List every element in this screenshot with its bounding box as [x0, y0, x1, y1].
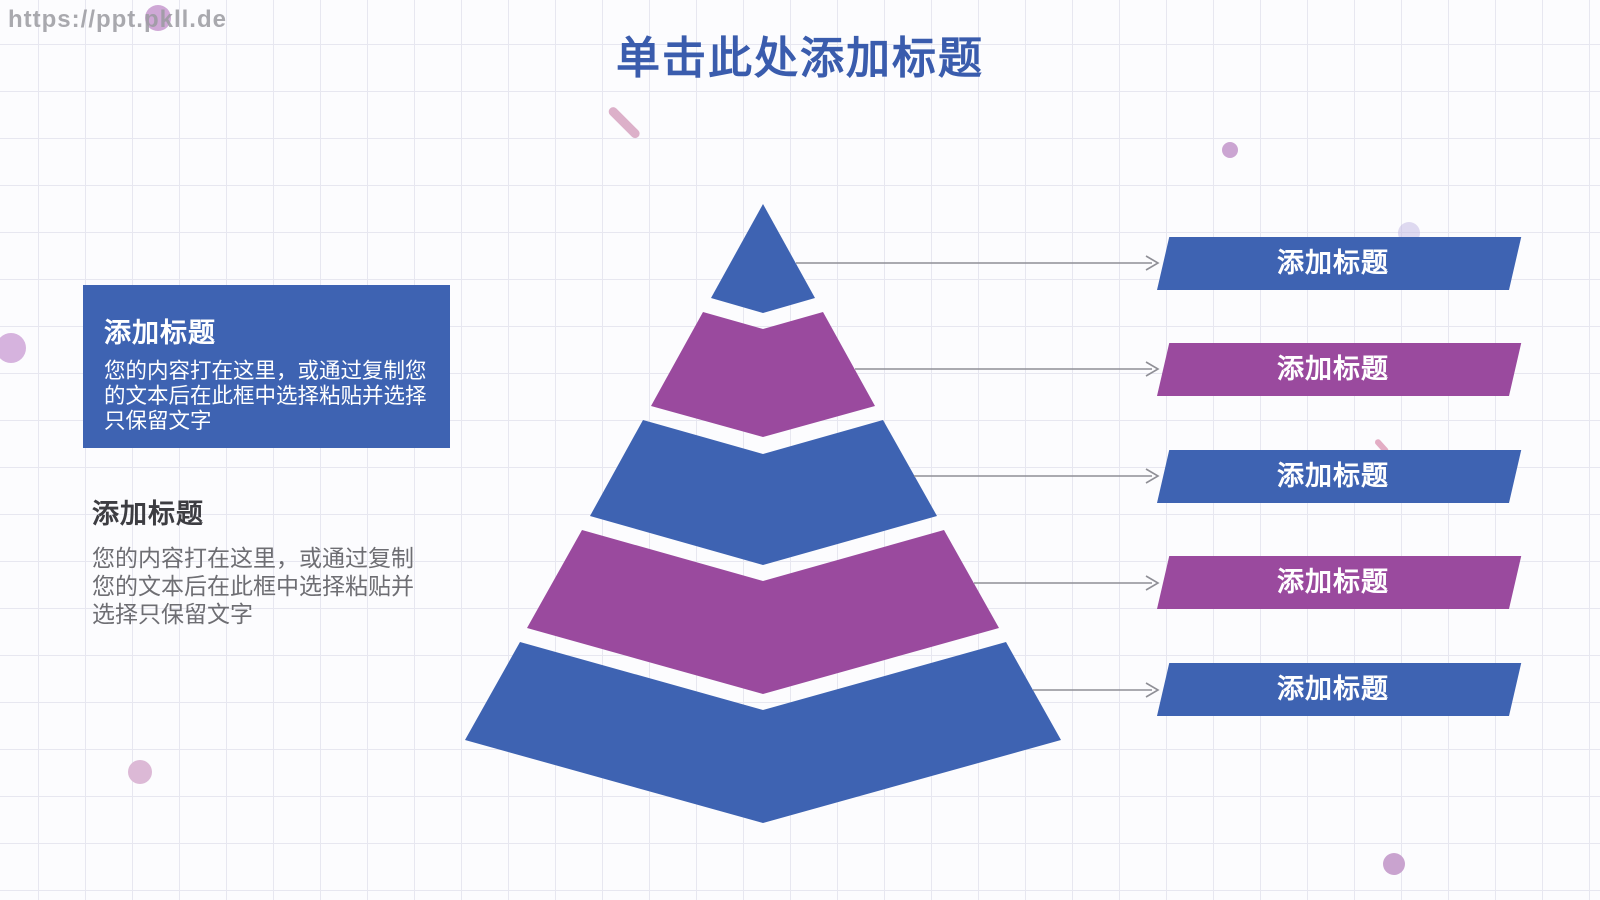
connector-arrow-2 — [855, 361, 1160, 377]
callout-bar-2-label[interactable]: 添加标题 — [1277, 354, 1389, 384]
pyramid-level-3[interactable] — [590, 420, 937, 565]
pyramid-level-5[interactable] — [465, 642, 1061, 823]
callout-bar-4-label[interactable]: 添加标题 — [1277, 567, 1389, 597]
callout-bar-2[interactable]: 添加标题 — [1157, 343, 1522, 396]
decor-dot-bottomright — [1383, 853, 1405, 875]
decor-dot-bottomleft — [128, 760, 152, 784]
info-card-body[interactable]: 您的内容打在这里，或通过复制您的文本后在此框中选择粘贴并选择只保留文字 — [104, 359, 427, 433]
connector-arrow-5 — [1033, 682, 1160, 698]
info-card[interactable]: 添加标题 您的内容打在这里，或通过复制您的文本后在此框中选择粘贴并选择只保留文字 — [83, 285, 450, 448]
callout-bar-1[interactable]: 添加标题 — [1157, 237, 1522, 290]
connector-arrow-4 — [974, 575, 1160, 591]
decor-dot-right — [1222, 142, 1238, 158]
pyramid-level-4[interactable] — [527, 530, 999, 694]
pyramid-level-1[interactable] — [711, 204, 815, 313]
callout-bar-4[interactable]: 添加标题 — [1157, 556, 1522, 609]
connector-arrow-3 — [914, 468, 1160, 484]
callout-bar-3[interactable]: 添加标题 — [1157, 450, 1522, 503]
callout-bar-5-label[interactable]: 添加标题 — [1277, 674, 1389, 704]
callout-bar-5[interactable]: 添加标题 — [1157, 663, 1522, 716]
watermark-url: https://ppt.pkll.de — [8, 6, 227, 33]
decor-dot-left-edge — [0, 333, 26, 363]
info-card-heading[interactable]: 添加标题 — [104, 318, 216, 348]
text-block-body[interactable]: 您的内容打在这里，或通过复制您的文本后在此框中选择粘贴并选择只保留文字 — [92, 545, 414, 627]
text-block-heading[interactable]: 添加标题 — [92, 499, 204, 529]
connector-arrow-1 — [796, 255, 1160, 271]
callout-bar-1-label[interactable]: 添加标题 — [1277, 248, 1389, 278]
pyramid-level-2[interactable] — [651, 312, 875, 437]
callout-bar-3-label[interactable]: 添加标题 — [1277, 461, 1389, 491]
text-block[interactable]: 添加标题 您的内容打在这里，或通过复制您的文本后在此框中选择粘贴并选择只保留文字 — [92, 492, 442, 628]
decor-dot-topleft — [145, 5, 171, 31]
slide-title[interactable]: 单击此处添加标题 — [616, 34, 984, 83]
